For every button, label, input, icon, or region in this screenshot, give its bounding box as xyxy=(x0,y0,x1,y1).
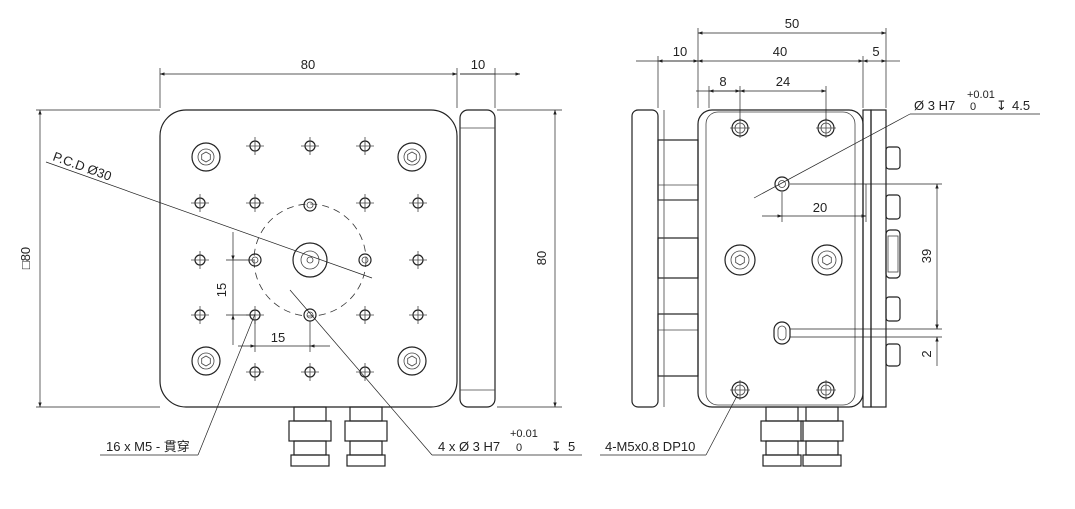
depth-symbol: ↧ xyxy=(551,439,562,454)
dim-right-5: 5 xyxy=(872,44,879,59)
tapped-hole xyxy=(191,194,209,212)
center-bore xyxy=(292,242,328,278)
dim-square-80: □80 xyxy=(18,247,33,269)
dim-left-10: 10 xyxy=(673,44,687,59)
dim-39: 39 xyxy=(919,249,934,263)
side-depth-value: 4.5 xyxy=(1012,98,1030,113)
tapped-hole xyxy=(356,137,374,155)
dim-20: 20 xyxy=(813,200,827,215)
tapped-hole xyxy=(246,194,264,212)
counterbore-hole xyxy=(191,142,221,172)
dim-side-10: 10 xyxy=(471,57,485,72)
side-connectors xyxy=(885,146,901,367)
front-view: 80 10 □80 80 P.C.D Ø30 15 15 16 x M5 - 貫… xyxy=(18,57,582,467)
counterbore-hole xyxy=(397,346,427,376)
pcd-circle xyxy=(253,203,367,317)
dim-height-80: 80 xyxy=(534,251,549,265)
tapped-hole xyxy=(409,306,427,324)
front-side-block xyxy=(459,109,496,408)
tapped-hole xyxy=(301,137,319,155)
side-tolerance-lower: 0 xyxy=(970,101,976,113)
dim-width-80: 80 xyxy=(301,57,315,72)
side-callout-tap: 4-M5x0.8 DP10 xyxy=(605,439,695,454)
tapped-hole xyxy=(356,363,374,381)
dim-pitch-vertical: 15 xyxy=(214,283,229,297)
dim-mid-40: 40 xyxy=(773,44,787,59)
tolerance-upper: +0.01 xyxy=(510,428,538,440)
tapped-hole xyxy=(409,251,427,269)
dim-24: 24 xyxy=(776,74,790,89)
tapped-hole xyxy=(191,306,209,324)
side-tolerance-upper: +0.01 xyxy=(967,89,995,101)
dim-8: 8 xyxy=(719,74,726,89)
tapped-hole xyxy=(301,363,319,381)
side-tapped-holes xyxy=(730,118,836,400)
callout-pin-holes: 4 x Ø 3 H7 xyxy=(438,439,500,454)
side-depth-symbol: ↧ xyxy=(996,98,1007,113)
counterbore-hole xyxy=(191,346,221,376)
tapped-hole xyxy=(246,137,264,155)
side-slot xyxy=(773,321,791,345)
counterbore-hole xyxy=(397,142,427,172)
callout-tapped-holes: 16 x M5 - 貫穿 xyxy=(106,439,190,454)
pin-holes xyxy=(248,198,372,322)
side-counterbores xyxy=(724,244,843,276)
dim-2: 2 xyxy=(919,350,934,357)
side-pin-hole xyxy=(774,176,790,192)
tolerance-lower: 0 xyxy=(516,442,522,454)
tapped-hole xyxy=(409,194,427,212)
tapped-hole xyxy=(356,306,374,324)
side-left-flange xyxy=(631,109,659,408)
air-fittings-side xyxy=(760,406,844,467)
counterbore-holes xyxy=(191,142,427,376)
depth-value: 5 xyxy=(568,439,575,454)
air-fittings-front xyxy=(288,406,388,467)
tapped-hole xyxy=(356,194,374,212)
tapped-hole-grid xyxy=(191,137,427,381)
tapped-hole xyxy=(246,363,264,381)
dim-total-50: 50 xyxy=(785,16,799,31)
side-view: 50 10 40 5 8 24 20 39 2 Ø 3 H7 +0.01 xyxy=(600,16,1040,467)
dim-pitch-horizontal: 15 xyxy=(271,330,285,345)
tapped-hole xyxy=(191,251,209,269)
side-callout-pin: Ø 3 H7 xyxy=(914,98,955,113)
pcd-label: P.C.D Ø30 xyxy=(51,149,114,184)
side-main-block xyxy=(697,109,864,408)
